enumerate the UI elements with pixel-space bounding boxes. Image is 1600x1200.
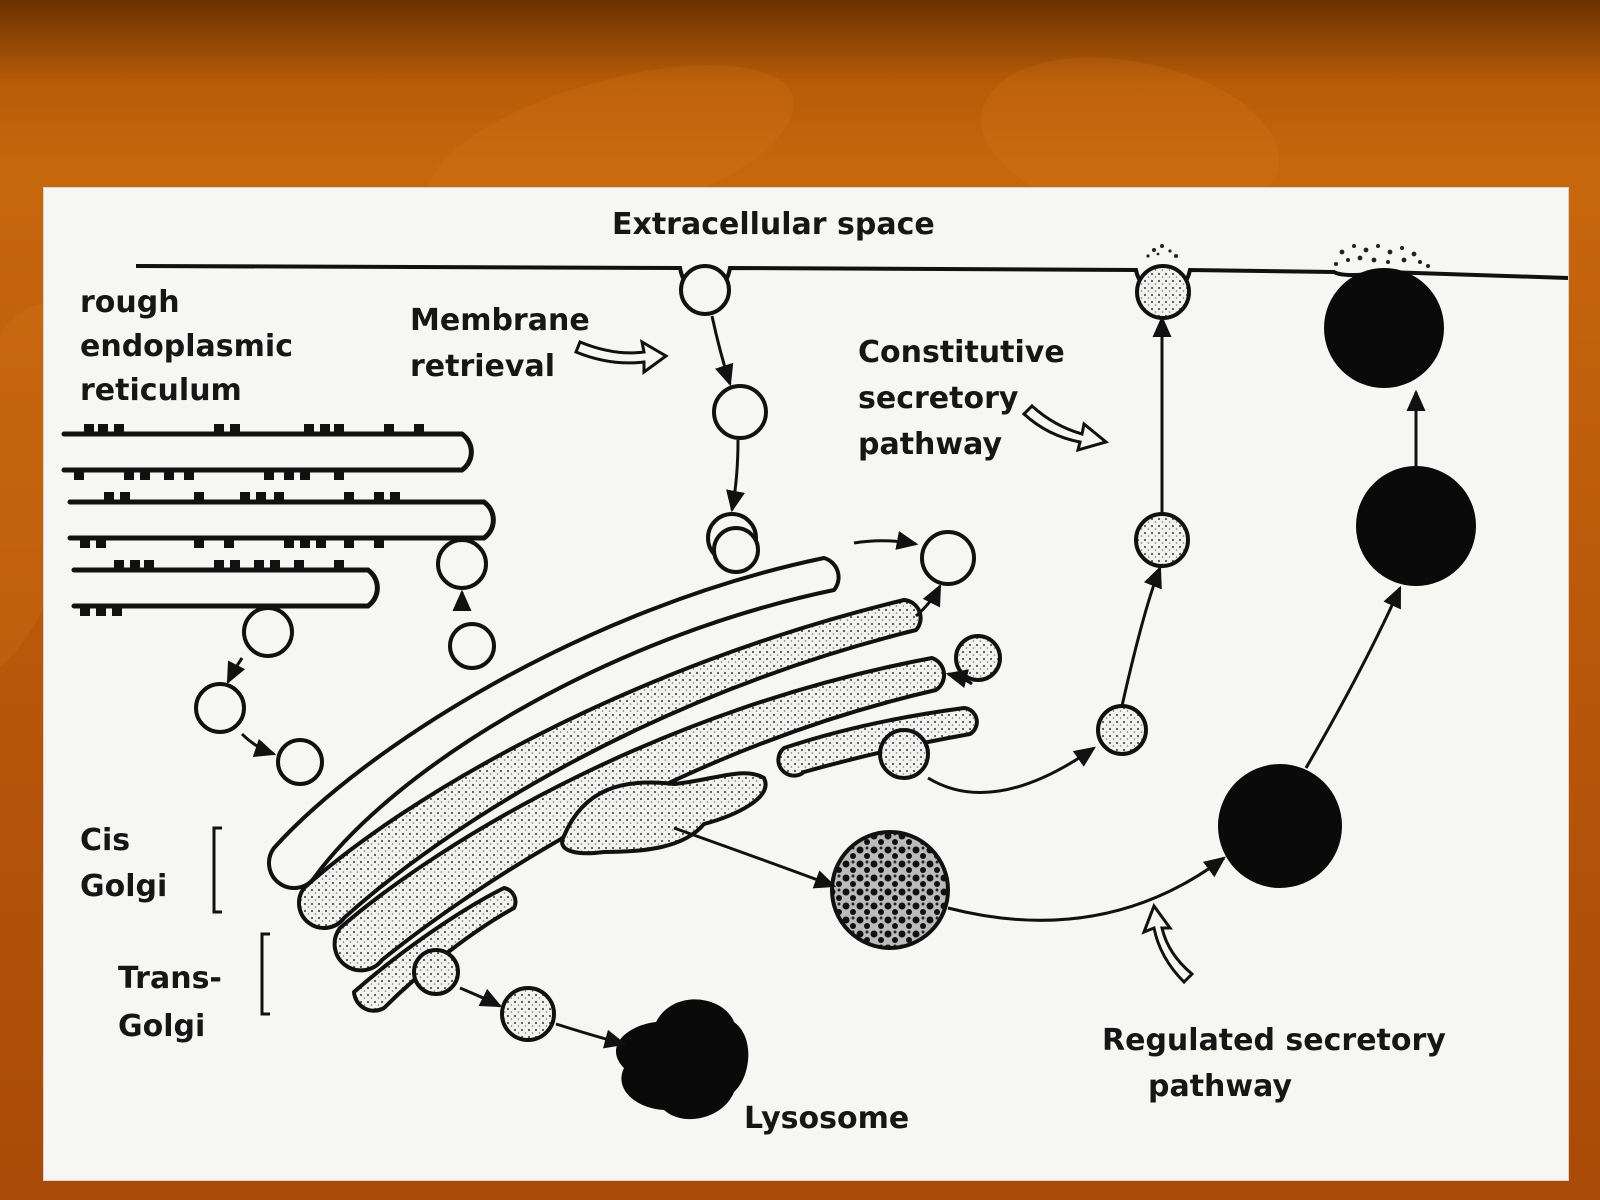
hollow-arrows (574, 339, 1195, 985)
transport-vesicles (500, 512, 1190, 1042)
label-regulated-2: pathway (1148, 1069, 1292, 1104)
rough-er (61, 431, 496, 609)
label-cis-golgi-2: Golgi (80, 869, 167, 904)
pathway-arrows (226, 315, 1426, 1049)
er-transport-vesicles (194, 384, 976, 734)
constitutive-vesicle (1135, 264, 1191, 320)
endocytic-vesicle (679, 264, 731, 316)
label-membrane-retrieval-1: Membrane (410, 303, 590, 338)
golgi-buds (276, 526, 1002, 996)
label-constitutive-3: pathway (858, 427, 1002, 462)
secretory-granule (1324, 268, 1444, 388)
golgi-brackets (212, 826, 270, 1016)
label-constitutive-2: secretory (858, 381, 1019, 416)
ribosomes (74, 424, 424, 616)
label-rough-er-1: rough (80, 285, 180, 320)
golgi-stack (267, 556, 979, 1013)
diagram-panel: Extracellular space rough endoplasmic re… (44, 188, 1568, 1180)
label-cis-golgi-1: Cis (80, 823, 130, 858)
label-extracellular-space: Extracellular space (612, 207, 935, 242)
secretory-pathway-diagram: Extracellular space rough endoplasmic re… (61, 207, 1568, 1136)
label-trans-golgi-1: Trans- (118, 961, 222, 996)
secreted-material (1146, 244, 1430, 268)
label-regulated-1: Regulated secretory (1102, 1023, 1446, 1058)
label-constitutive-1: Constitutive (858, 335, 1065, 370)
dense-core-granules (1218, 466, 1476, 888)
label-trans-golgi-2: Golgi (118, 1009, 205, 1044)
label-rough-er-3: reticulum (80, 373, 242, 408)
label-membrane-retrieval-2: retrieval (410, 349, 555, 384)
lysosome (615, 999, 749, 1120)
label-lysosome: Lysosome (744, 1101, 909, 1136)
label-rough-er-2: endoplasmic (80, 329, 293, 364)
